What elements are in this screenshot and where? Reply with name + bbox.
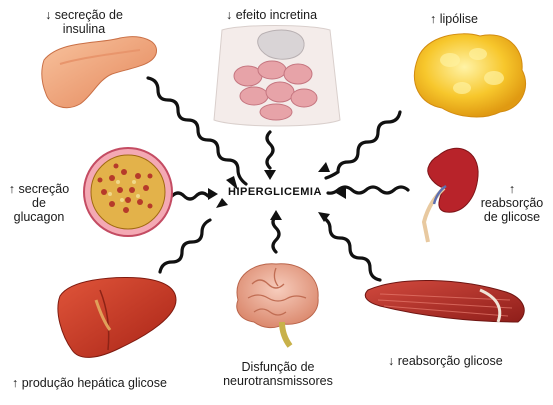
arrowhead-fat bbox=[318, 162, 330, 172]
arrowhead-intestine bbox=[264, 170, 276, 180]
arrowhead-liver bbox=[216, 198, 228, 208]
arrow-muscle bbox=[322, 216, 382, 282]
pancreas-label-line1: ↓ secreção de bbox=[45, 8, 123, 22]
arrow-brain bbox=[271, 214, 281, 254]
pancreas-label: ↓ secreção de insulina bbox=[14, 8, 154, 36]
brain-label-line1: Disfunção de bbox=[241, 360, 315, 374]
muscle-label: ↓ reabsorção glicose bbox=[388, 354, 503, 368]
arrowhead-islet bbox=[208, 188, 218, 200]
pancreatic-islet-icon bbox=[83, 147, 173, 237]
liver-icon bbox=[57, 277, 177, 358]
pancreas-icon bbox=[41, 36, 157, 109]
intestine-label: ↓ efeito incretina bbox=[226, 8, 318, 22]
islet-label-line1: ↑ secreção bbox=[8, 182, 70, 196]
arrow-pancreas bbox=[146, 76, 248, 186]
arrow-intestine bbox=[265, 130, 275, 170]
arrowhead-pancreas bbox=[226, 176, 238, 190]
kidney-label-line1: ↑ bbox=[508, 182, 516, 196]
muscle-icon bbox=[364, 280, 525, 323]
fat-label: ↑ lipólise bbox=[430, 12, 478, 26]
brain-label: Disfunção de neurotransmissores bbox=[218, 360, 338, 388]
liver-label: ↑ produção hepática glicose bbox=[12, 376, 167, 390]
arrowhead-brain bbox=[270, 210, 282, 220]
adipose-tissue-icon bbox=[413, 33, 527, 118]
intestine-icon bbox=[213, 25, 341, 127]
arrowhead-muscle bbox=[318, 212, 330, 222]
brain-icon bbox=[236, 263, 319, 348]
kidney-label-line2: reabsorção bbox=[480, 196, 544, 210]
kidney-label-line3: de glicose bbox=[483, 210, 541, 224]
islet-label: ↑ secreção de glucagon bbox=[2, 182, 76, 224]
arrow-kidney bbox=[326, 185, 410, 195]
islet-label-line2: de bbox=[32, 196, 46, 210]
islet-label-line3: glucagon bbox=[13, 210, 65, 224]
arrowhead-kidney bbox=[336, 186, 346, 199]
brain-label-line2: neurotransmissores bbox=[223, 374, 333, 388]
kidney-icon bbox=[421, 147, 479, 243]
arrow-liver bbox=[158, 218, 212, 274]
center-label: HIPERGLICEMIA bbox=[228, 186, 322, 198]
arrow-islet bbox=[170, 191, 210, 201]
arrow-fat bbox=[324, 110, 402, 180]
pancreas-label-line2: insulina bbox=[62, 22, 106, 36]
kidney-label: ↑ reabsorção de glicose bbox=[474, 182, 550, 224]
